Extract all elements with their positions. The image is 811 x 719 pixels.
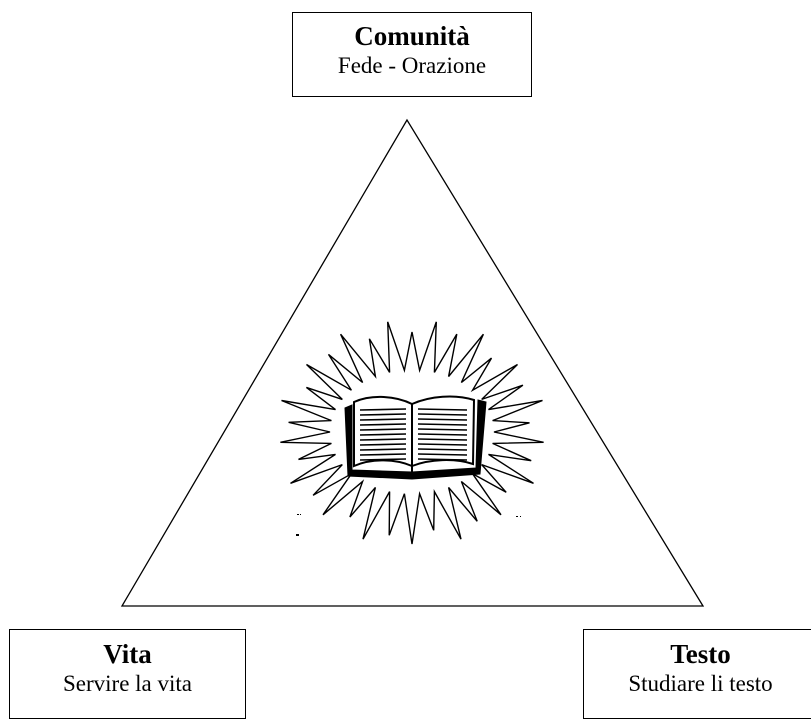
- triangle: [120, 118, 705, 607]
- book-text-line: [359, 428, 407, 431]
- book-text-line: [359, 458, 407, 461]
- book-text-line: [359, 453, 407, 456]
- book-text-line: [359, 433, 407, 436]
- node-vita: Vita Servire la vita: [9, 629, 246, 719]
- node-testo: Testo Studiare li testo: [583, 629, 811, 719]
- book-text-line: [417, 438, 468, 441]
- book-text-line: [359, 443, 407, 446]
- book-text-line: [359, 423, 407, 426]
- book-text-line: [417, 428, 468, 431]
- book-text-line: [359, 448, 407, 451]
- book-text-line: [417, 458, 468, 461]
- node-title: Testo: [670, 639, 731, 669]
- open-book-icon: [344, 395, 487, 480]
- book-text-line: [417, 453, 468, 456]
- node-title: Comunità: [354, 21, 470, 51]
- book-text-line: [417, 433, 468, 436]
- book-text-line: [359, 408, 407, 411]
- book-text-line: [417, 443, 468, 446]
- book-text-line: [417, 418, 468, 421]
- book-text-line: [417, 413, 468, 416]
- node-comunita: Comunità Fede - Orazione: [292, 12, 532, 97]
- node-subtitle: Servire la vita: [62, 671, 192, 696]
- node-subtitle: Fede - Orazione: [337, 53, 487, 78]
- book-text-line: [359, 413, 407, 416]
- book-text-line: [417, 408, 468, 411]
- speck-marks: [296, 514, 521, 536]
- book-text-line: [417, 448, 468, 451]
- book-text-line: [417, 423, 468, 426]
- node-title: Vita: [103, 639, 152, 669]
- book-text-line: [359, 418, 407, 421]
- node-subtitle: Studiare li testo: [628, 671, 773, 696]
- book-text-line: [359, 438, 407, 441]
